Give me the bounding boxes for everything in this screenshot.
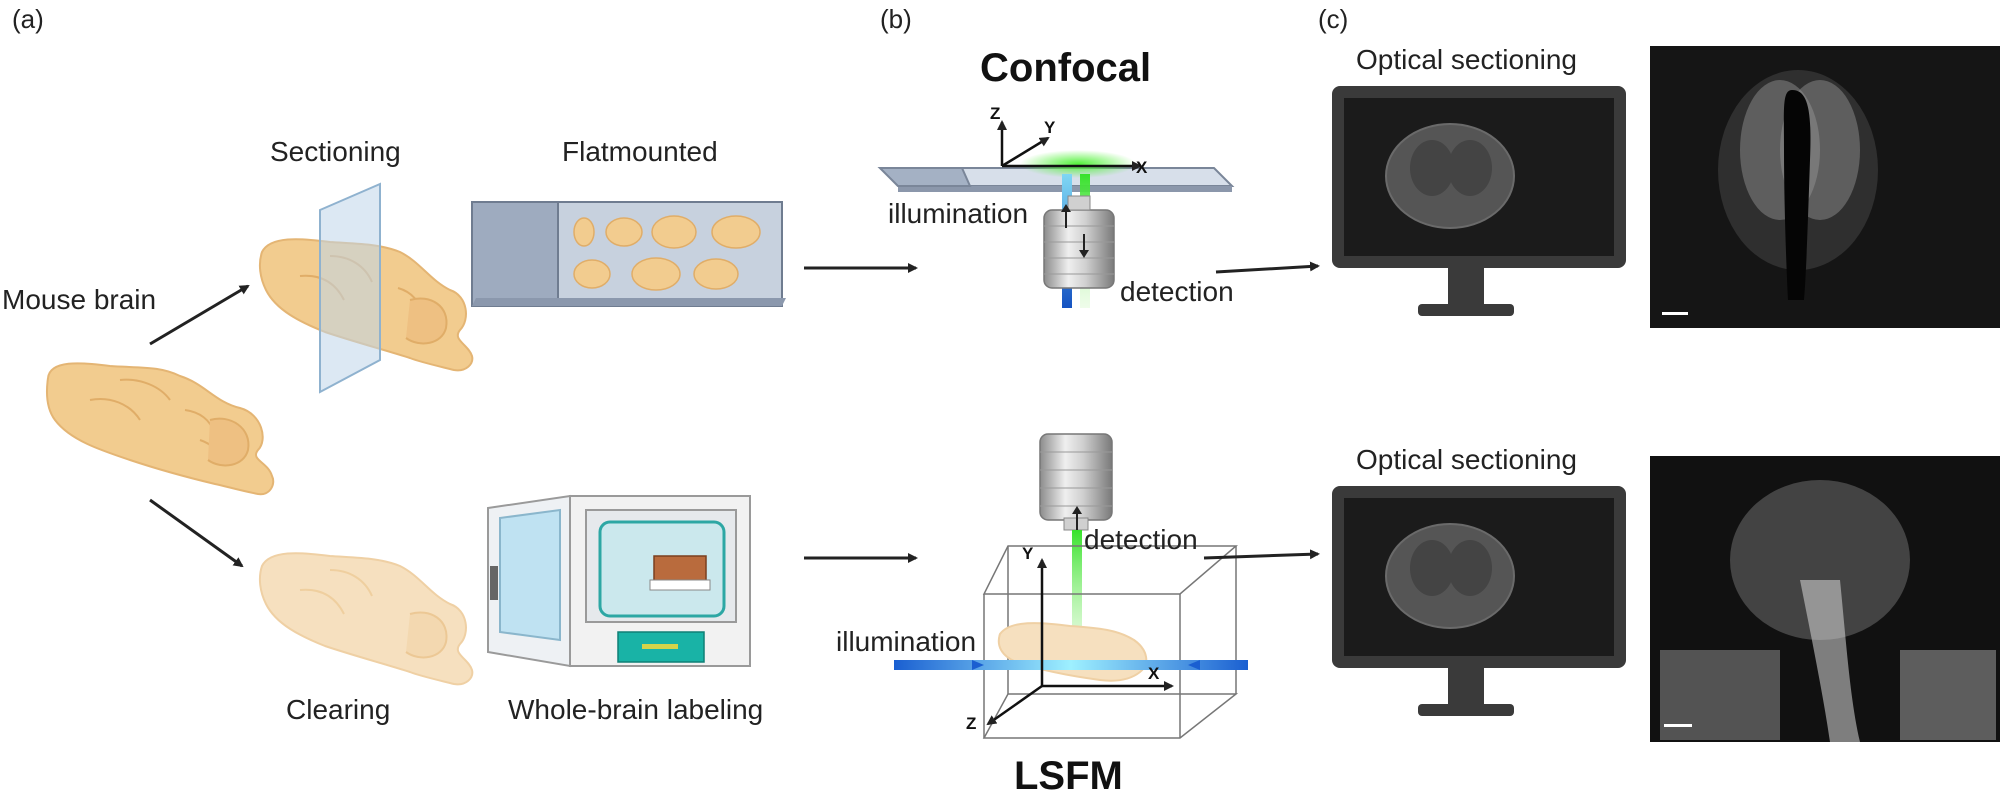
confocal-title: Confocal bbox=[980, 46, 1152, 90]
illumination-label-lsfm: illumination bbox=[836, 626, 977, 657]
flatmounted-label: Flatmounted bbox=[562, 136, 718, 167]
panel-label-a: (a) bbox=[12, 4, 44, 34]
whole-brain-labeling-label: Whole-brain labeling bbox=[508, 694, 764, 725]
arrow-brain-to-clearing bbox=[149, 498, 244, 568]
panel-label-b: (b) bbox=[880, 4, 912, 34]
optical-sectioning-label-bottom: Optical sectioning bbox=[1356, 444, 1578, 475]
confocal-micrograph bbox=[1650, 46, 2000, 328]
confocal-axis-y: Y bbox=[1044, 118, 1056, 137]
lsfm-axis-z: Z bbox=[966, 714, 977, 733]
lsfm-title: LSFM bbox=[1014, 754, 1123, 798]
arrow-brain-to-sectioning bbox=[149, 284, 250, 346]
confocal-setup bbox=[877, 120, 1235, 308]
sectioned-brain-illustration bbox=[258, 182, 474, 394]
optical-sectioning-label-top: Optical sectioning bbox=[1356, 44, 1578, 75]
monitor-top bbox=[1332, 86, 1626, 316]
lsfm-axis-x: X bbox=[1148, 664, 1160, 683]
mouse-brain-label: Mouse brain bbox=[2, 284, 157, 315]
panel-label-c: (c) bbox=[1318, 4, 1349, 34]
sectioning-label: Sectioning bbox=[270, 136, 401, 167]
illumination-label-confocal: illumination bbox=[888, 198, 1029, 229]
flatmounted-slide bbox=[471, 201, 786, 307]
cleared-brain-illustration bbox=[258, 552, 474, 686]
detection-label-lsfm: detection bbox=[1084, 524, 1198, 555]
confocal-axis-z: Z bbox=[990, 104, 1001, 123]
lsfm-axis-y: Y bbox=[1022, 544, 1034, 563]
incubator-illustration bbox=[487, 494, 751, 668]
detection-label-confocal: detection bbox=[1120, 276, 1234, 307]
arrow-confocal-to-monitor bbox=[1215, 261, 1320, 274]
mouse-brain-illustration bbox=[45, 362, 275, 496]
monitor-bottom bbox=[1332, 486, 1626, 716]
lsfm-setup bbox=[894, 433, 1248, 739]
arrow-lsfm-to-monitor bbox=[1203, 549, 1320, 560]
confocal-axis-x: X bbox=[1136, 158, 1148, 177]
clearing-label: Clearing bbox=[286, 694, 391, 725]
lsfm-micrograph bbox=[1650, 456, 2000, 742]
